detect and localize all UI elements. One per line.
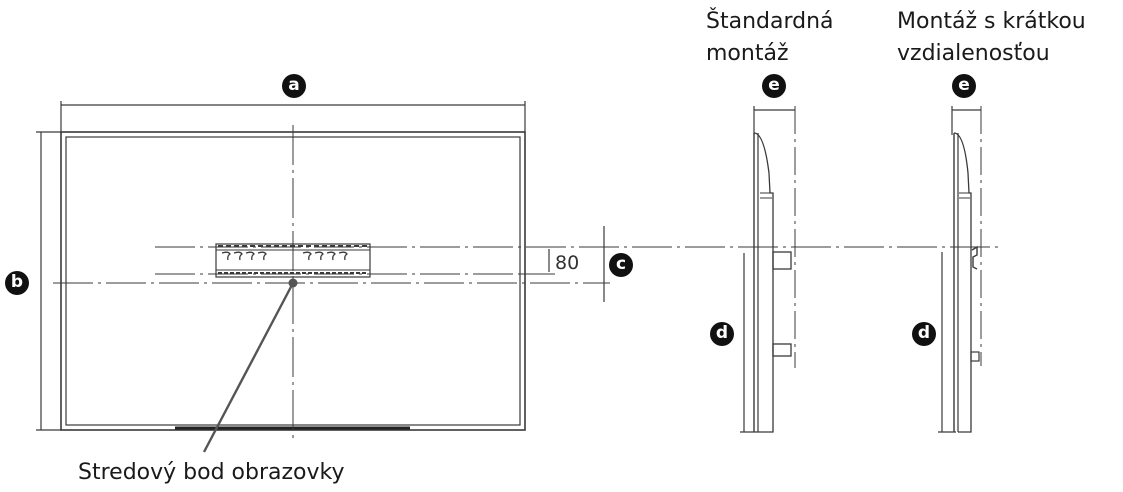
side-title-standard-line1: Štandardná xyxy=(706,9,834,34)
label-badge-d-standard: d xyxy=(710,322,734,346)
label-badge-b: b xyxy=(5,271,29,295)
label-badge-c: c xyxy=(609,253,633,277)
label-badge-e-standard: e xyxy=(762,74,786,98)
side-title-standard-line2: montáž xyxy=(706,41,789,66)
wall-mount-bracket xyxy=(215,243,371,278)
center-leader-line xyxy=(202,282,295,453)
side-title-short-line2: vzdialenosťou xyxy=(897,41,1050,66)
offset-value-80: 80 xyxy=(555,252,580,274)
side-view-short-distance xyxy=(938,106,982,433)
label-badge-a: a xyxy=(282,74,306,98)
screen-center-caption: Stredový bod obrazovky xyxy=(78,460,345,485)
label-badge-e-short: e xyxy=(952,74,976,98)
side-title-short-line1: Montáž s krátkou xyxy=(897,9,1086,34)
side-view-standard xyxy=(740,106,796,433)
front-view xyxy=(36,101,1000,453)
label-badge-d-short: d xyxy=(912,322,936,346)
